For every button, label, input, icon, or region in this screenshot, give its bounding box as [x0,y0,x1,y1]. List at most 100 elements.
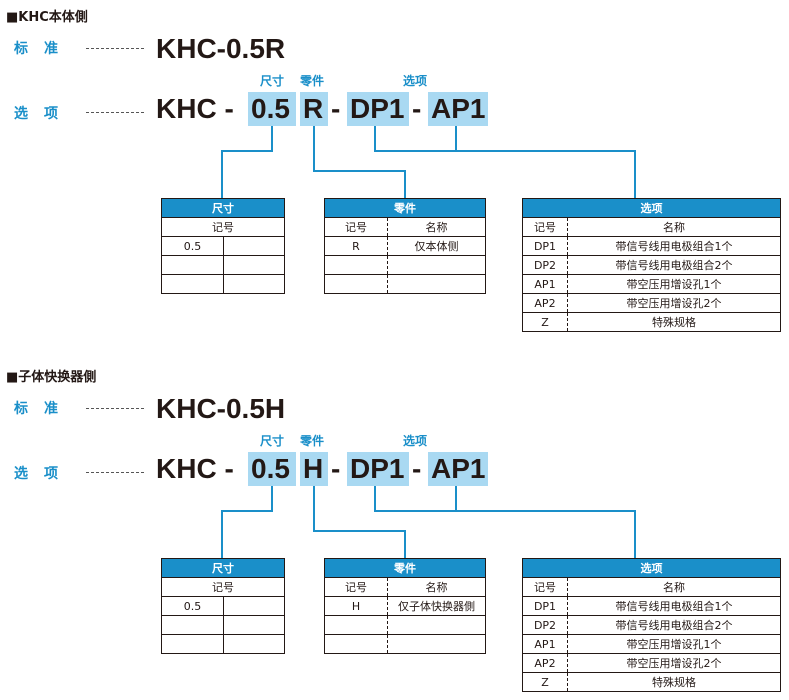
size-connector [221,510,223,558]
option-code: AP2 [522,293,568,313]
table-row [324,255,486,275]
option-name: 带空压用增设孔1个 [567,274,781,294]
part-connector [313,170,406,172]
part-table-head: 零件 [324,198,486,218]
part-code [324,634,388,654]
option-leader [86,472,144,473]
code-opt1: DP1 [350,453,405,484]
opt2-box [428,452,488,486]
option-connector [634,150,636,198]
size-top-label: 尺寸 [259,434,284,448]
option-name: 带信号线用电极组合1个 [567,236,781,256]
option-connector [374,126,376,151]
size-table: 尺寸 记号 0.5 [161,198,285,294]
part-connector [404,170,406,198]
part-code: R [324,236,388,256]
part-name [387,615,486,635]
option-label: 选 项 [14,466,59,482]
option-name: 带空压用增设孔2个 [567,653,781,673]
size-table-col: 记号 [161,577,285,597]
option-name: 带空压用增设孔1个 [567,634,781,654]
code-part: H [303,453,324,484]
option-connector [374,486,376,511]
code-sep2: - [412,453,422,484]
option-table-head: 选项 [522,198,781,218]
option-connector [374,510,636,512]
part-connector [313,530,406,532]
size-code [161,634,224,654]
option-code: DP2 [522,615,568,635]
option-connector [455,126,457,151]
size-code [161,274,224,294]
code-opt2: AP1 [431,453,486,484]
standard-leader [86,48,144,49]
part-name [387,274,486,294]
option-code: DP1 [522,236,568,256]
option-code: Z [522,672,568,692]
standard-label: 标 准 [14,401,59,417]
part-code: H [324,596,388,616]
option-col-name: 名称 [567,577,781,597]
option-code: AP1 [522,634,568,654]
size-empty [223,255,285,275]
part-col-code: 记号 [324,217,388,237]
option-name: 带信号线用电极组合1个 [567,596,781,616]
size-empty [223,634,285,654]
standard-code: KHC-0.5H [156,393,286,424]
option-col-code: 记号 [522,217,568,237]
opt1-box [347,92,409,126]
size-code: 0.5 [161,596,224,616]
option-top-label: 选项 [402,74,427,88]
option-connector [455,486,457,511]
table-row [161,615,285,635]
part-name: 仅子体快换器側 [387,596,486,616]
standard-code: KHC-0.5R [156,33,286,64]
table-row [161,274,285,294]
size-empty [223,236,285,256]
part-box [300,92,328,126]
size-connector [221,150,273,152]
option-code: AP1 [522,274,568,294]
table-row: 0.5 [161,596,285,616]
part-code [324,274,388,294]
code-sep2: - [412,93,422,124]
size-empty [223,615,285,635]
table-row [324,274,486,294]
part-name [387,634,486,654]
part-code [324,255,388,275]
size-table-head: 尺寸 [161,558,285,578]
table-row [324,615,486,635]
part-name: 仅本体侧 [387,236,486,256]
option-code: DP1 [522,596,568,616]
size-code: 0.5 [161,236,224,256]
part-col-code: 记号 [324,577,388,597]
part-connector [313,486,315,531]
part-col-name: 名称 [387,577,486,597]
code-sep1: - [331,93,341,124]
size-box [248,452,296,486]
size-code [161,615,224,635]
code-prefix: KHC - [156,453,234,484]
opt2-box [428,92,488,126]
size-table-col: 记号 [161,217,285,237]
code-part: R [303,93,324,124]
size-empty [223,596,285,616]
option-name: 带空压用增设孔2个 [567,293,781,313]
part-top-label: 零件 [299,74,324,88]
size-connector [271,126,273,151]
table-row [324,634,486,654]
option-code: DP2 [522,255,568,275]
option-connector [634,510,636,558]
